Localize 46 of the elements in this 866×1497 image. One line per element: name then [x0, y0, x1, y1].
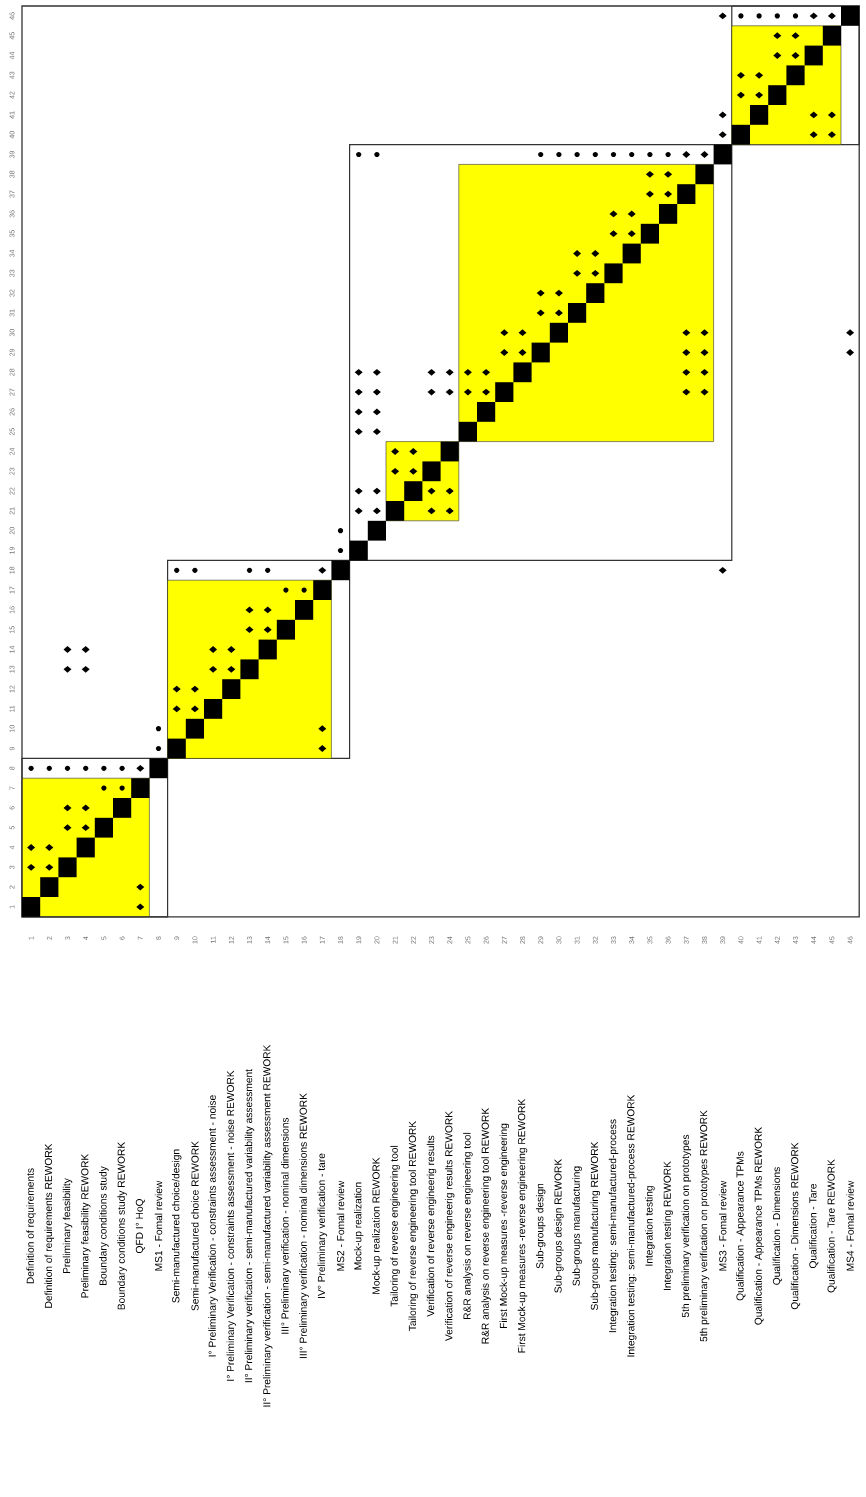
row-label: III° Preliminary verification - nominal dimensions	[281, 1117, 291, 1334]
row-label: Tailoring of reverse engineering tool REWORK	[408, 1121, 419, 1331]
row-label: Definition of requirements REWORK	[44, 1143, 55, 1308]
row-label: R&R analysis on reverse engineering tool	[463, 1132, 473, 1319]
row-label: QFD I° HoQ	[135, 1199, 145, 1254]
row-label: Qualification - Appearance TPMs	[736, 1151, 746, 1301]
row-label: I° Preliminary Verification - constraints assessment - noise	[208, 1095, 218, 1357]
row-label: Mock-up realization REWORK	[372, 1157, 382, 1294]
row-label: Boundary conditions study	[99, 1166, 109, 1285]
row-label: Semi-manufactured choice REWORK	[191, 1141, 199, 1311]
row-label: MS3 - Fomal review	[718, 1180, 727, 1271]
row-label: MS2 - Fomal review	[336, 1180, 345, 1271]
row-label: IV° Preliminary verification - tare	[317, 1153, 328, 1298]
row-label: Qualification - Tare REWORK	[827, 1159, 837, 1293]
row-label: Verification of reverse engineerig results REWORK	[444, 1111, 455, 1342]
row-label: Boundary conditions study REWORK	[117, 1141, 127, 1310]
row-label: II° Preliminary verification - semi-manufactured variability assessment REWORK	[262, 1044, 273, 1407]
row-label: 5th preliminary verification on prototypes REWORK	[699, 1110, 710, 1342]
row-label: Sub-groups design REWORK	[554, 1159, 564, 1293]
row-label: Integration testing: semi-manufactured-process REWORK	[626, 1094, 637, 1357]
row-label: I° Preliminary Verification - constraints assessment - noise REWORK	[226, 1070, 237, 1381]
row-label: Mock-up realization	[353, 1182, 364, 1270]
row-label: 5th preliminary verification on prototypes	[681, 1134, 692, 1318]
row-label: III° Preliminary verification - nominal dimensions REWORK	[299, 1093, 309, 1359]
row-label: Integration testing REWORK	[663, 1161, 673, 1290]
row-label: Qualification - Tare	[809, 1183, 819, 1269]
row-label: First Mock-up measures -reverse engineering	[499, 1123, 510, 1329]
row-label: Qualification - Dimensions REWORK	[790, 1142, 801, 1310]
row-label: Tailoring of reverse engineering tool	[390, 1145, 400, 1307]
row-label: Preliminary feasibility	[62, 1178, 73, 1274]
row-label: MS4 - Fomal review	[846, 1180, 854, 1271]
row-label: First Mock-up measures -reverse engineering REWORK	[517, 1098, 528, 1353]
row-label: Sub-groups manufacturing	[572, 1166, 582, 1286]
row-label: Semi-manufactured choice/design	[171, 1149, 182, 1303]
row-label: Sub-groups manufacturing REWORK	[590, 1141, 601, 1310]
row-label: Definition of requirements	[26, 1168, 36, 1284]
row-label: II° Preliminary verification - semi-manufactured variability assessment	[244, 1069, 255, 1383]
row-label: Qualification - Appearance TPMs REWORK	[754, 1126, 764, 1325]
row-label: Verification of reverse engineerig results	[426, 1135, 437, 1317]
row-label: Integration testing: semi-manufactured-process	[608, 1119, 619, 1333]
row-label: Qualification - Dimensions	[772, 1167, 782, 1285]
row-label: Sub-groups design	[535, 1183, 546, 1269]
row-label: Integration testing	[645, 1186, 655, 1266]
row-label: R&R analysis on reverse engineering tool REWORK	[481, 1107, 491, 1344]
row-label: MS1 - Fomal review	[154, 1180, 163, 1271]
row-label: Preliminary feasibility REWORK	[80, 1153, 91, 1298]
